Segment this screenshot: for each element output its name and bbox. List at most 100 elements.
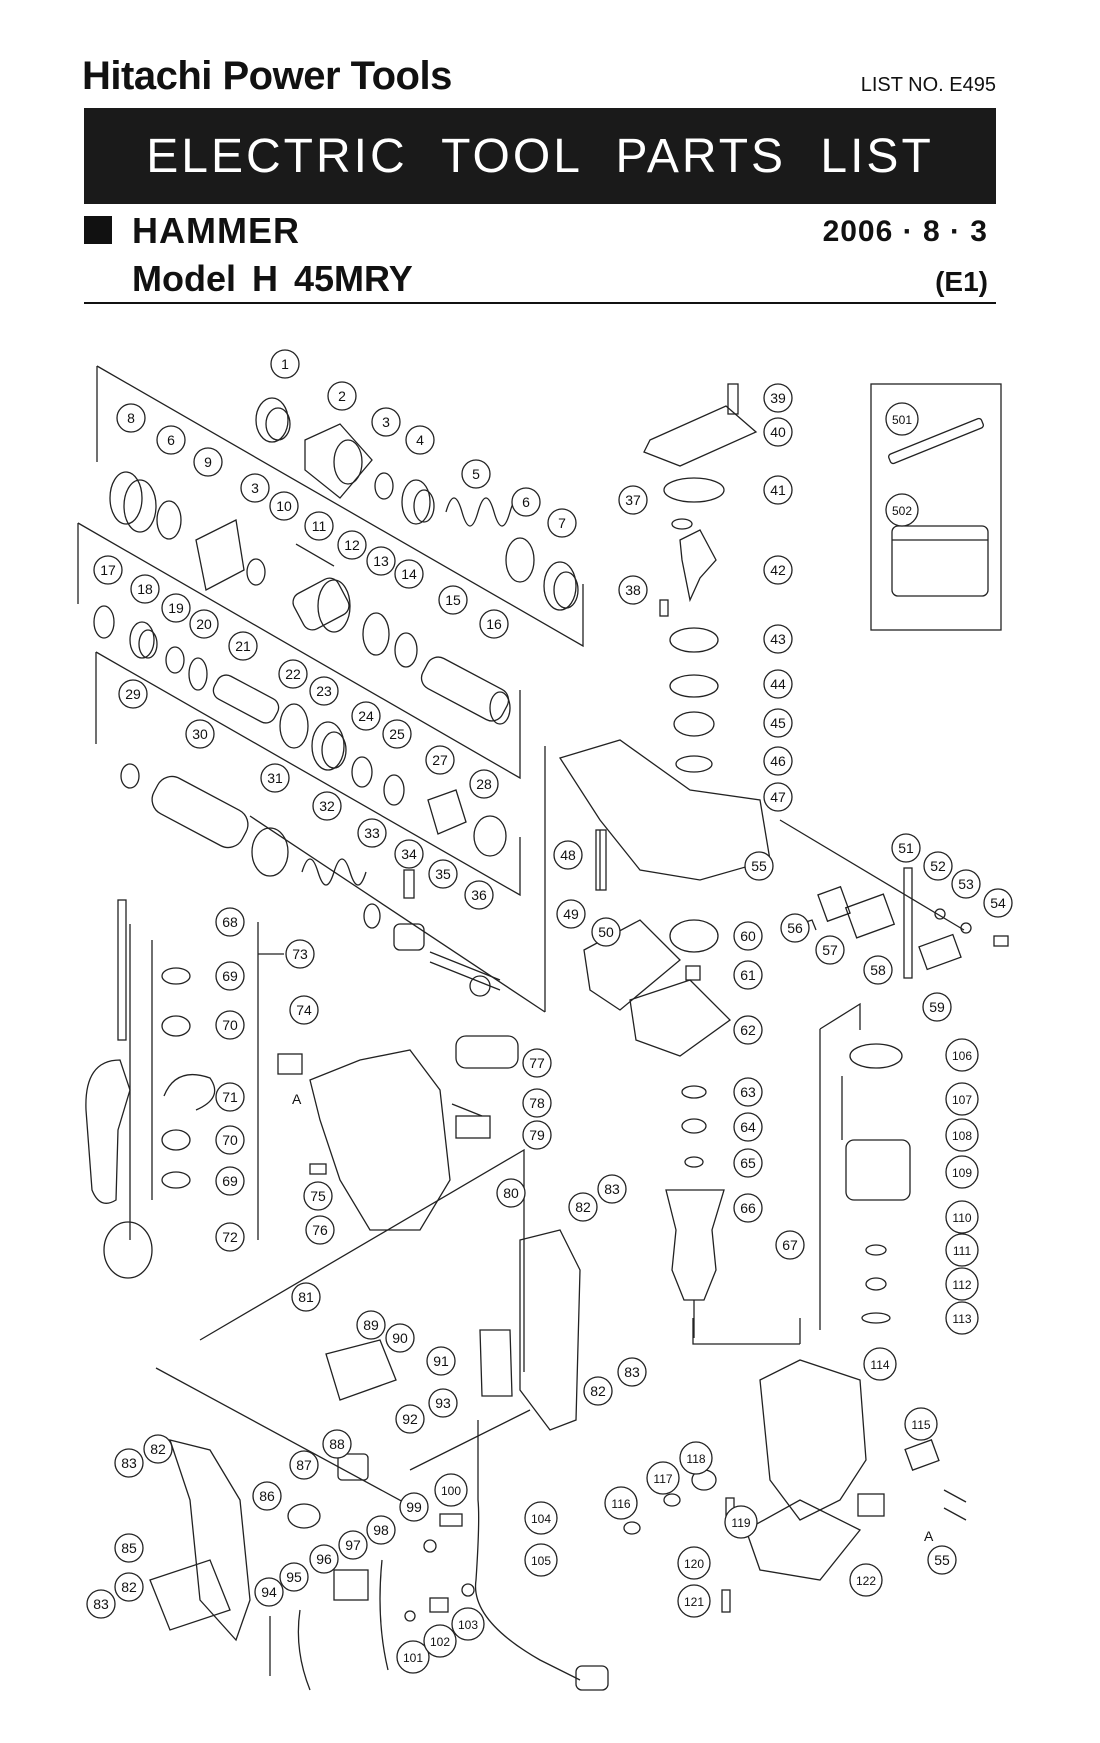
callout-circle (733, 1015, 763, 1045)
part-number: 34 (401, 846, 417, 862)
part-number: 6 (522, 494, 530, 510)
part-shape (553, 571, 579, 609)
part-shape (120, 763, 140, 789)
part-number: 8 (127, 410, 135, 426)
part-shape (865, 1277, 887, 1291)
part-number: 2 (338, 388, 346, 404)
callout-circle (396, 1640, 430, 1674)
part-callout: 108 (945, 1118, 979, 1152)
part-shape (685, 965, 701, 981)
part-callout: 6 (511, 487, 541, 517)
callout-circle (118, 679, 148, 709)
part-number: 38 (625, 582, 641, 598)
callout-circle (945, 1082, 979, 1116)
category-marker-icon (84, 216, 112, 244)
part-number: 502 (892, 504, 912, 518)
part-shape (309, 1049, 451, 1231)
part-callout: 68 (215, 907, 245, 937)
part-callout: 501 (885, 402, 919, 436)
part-shape (279, 703, 309, 749)
part-shape (663, 1493, 681, 1507)
callout-circle (461, 459, 491, 489)
callout-circle (618, 485, 648, 515)
part-number: 27 (432, 752, 448, 768)
part-shape (861, 1312, 891, 1324)
part-callout: 11 (304, 511, 334, 541)
callout-circle (945, 1301, 979, 1335)
callout-circle (904, 1407, 938, 1441)
part-number: 41 (770, 482, 786, 498)
callout-circle (863, 1347, 897, 1381)
part-callout: 16 (479, 609, 509, 639)
part-callout: 82 (583, 1376, 613, 1406)
part-callout: 13 (366, 546, 396, 576)
part-shape (165, 646, 185, 674)
part-number: 112 (952, 1278, 971, 1292)
callout-circle (161, 593, 191, 623)
part-shape (451, 1103, 483, 1117)
part-shape (85, 1059, 131, 1204)
callout-circle (309, 1544, 339, 1574)
part-number: 33 (364, 825, 380, 841)
part-number: 62 (740, 1022, 756, 1038)
accessory-box (870, 383, 1002, 631)
part-shape (255, 397, 289, 443)
part-shape (745, 1499, 862, 1581)
part-number: 57 (822, 942, 838, 958)
part-number: 80 (503, 1185, 519, 1201)
part-shape (246, 558, 266, 586)
part-callout: 76 (305, 1215, 335, 1245)
part-shape (409, 1409, 531, 1471)
part-callout: 30 (185, 719, 215, 749)
part-callout: 18 (130, 574, 160, 604)
callout-circle (269, 491, 299, 521)
callout-circle (733, 1077, 763, 1107)
part-shape (439, 1513, 463, 1527)
part-number: 65 (740, 1155, 756, 1171)
part-number: 7 (558, 515, 566, 531)
part-shape (309, 1163, 327, 1175)
group-frame-base (692, 1318, 800, 1345)
part-shape (351, 756, 373, 788)
reference-letter: A (924, 1528, 934, 1544)
callout-circle (568, 1192, 598, 1222)
callout-circle (278, 659, 308, 689)
callout-group: 1234567689310111213141516171819202122232… (86, 349, 1013, 1674)
part-number: 85 (121, 1540, 137, 1556)
part-number: 40 (770, 424, 786, 440)
part-number: 82 (150, 1441, 166, 1457)
callout-circle (763, 708, 793, 738)
part-number: 88 (329, 1436, 345, 1452)
callout-circle (524, 1543, 558, 1577)
part-shape (904, 1439, 940, 1471)
part-callout: 102 (423, 1624, 457, 1658)
part-number: 83 (121, 1455, 137, 1471)
part-shape (394, 632, 418, 668)
part-number: 87 (296, 1457, 312, 1473)
part-callout: 3 (240, 473, 270, 503)
callout-circle (885, 493, 919, 527)
part-callout: 83 (597, 1174, 627, 1204)
part-callout: 5 (461, 459, 491, 489)
callout-circle (215, 1166, 245, 1196)
part-callout: 39 (763, 383, 793, 413)
callout-circle (553, 840, 583, 870)
part-callout: 1 (270, 349, 300, 379)
part-shape (575, 1665, 609, 1691)
part-callout: 96 (309, 1544, 339, 1574)
callout-circle (451, 1607, 485, 1641)
callout-circle (130, 574, 160, 604)
part-number: 69 (222, 1173, 238, 1189)
callout-circle (522, 1088, 552, 1118)
part-shape (849, 1043, 903, 1069)
part-callout: 115 (904, 1407, 938, 1441)
part-callout: 22 (278, 659, 308, 689)
part-number: 501 (892, 413, 912, 427)
part-number: 67 (782, 1237, 798, 1253)
part-number: 79 (529, 1127, 545, 1143)
callout-circle (464, 880, 494, 910)
callout-circle (289, 1450, 319, 1480)
part-shape (943, 1489, 967, 1503)
group-frame-piston (95, 651, 521, 897)
part-callout: 67 (775, 1230, 805, 1260)
